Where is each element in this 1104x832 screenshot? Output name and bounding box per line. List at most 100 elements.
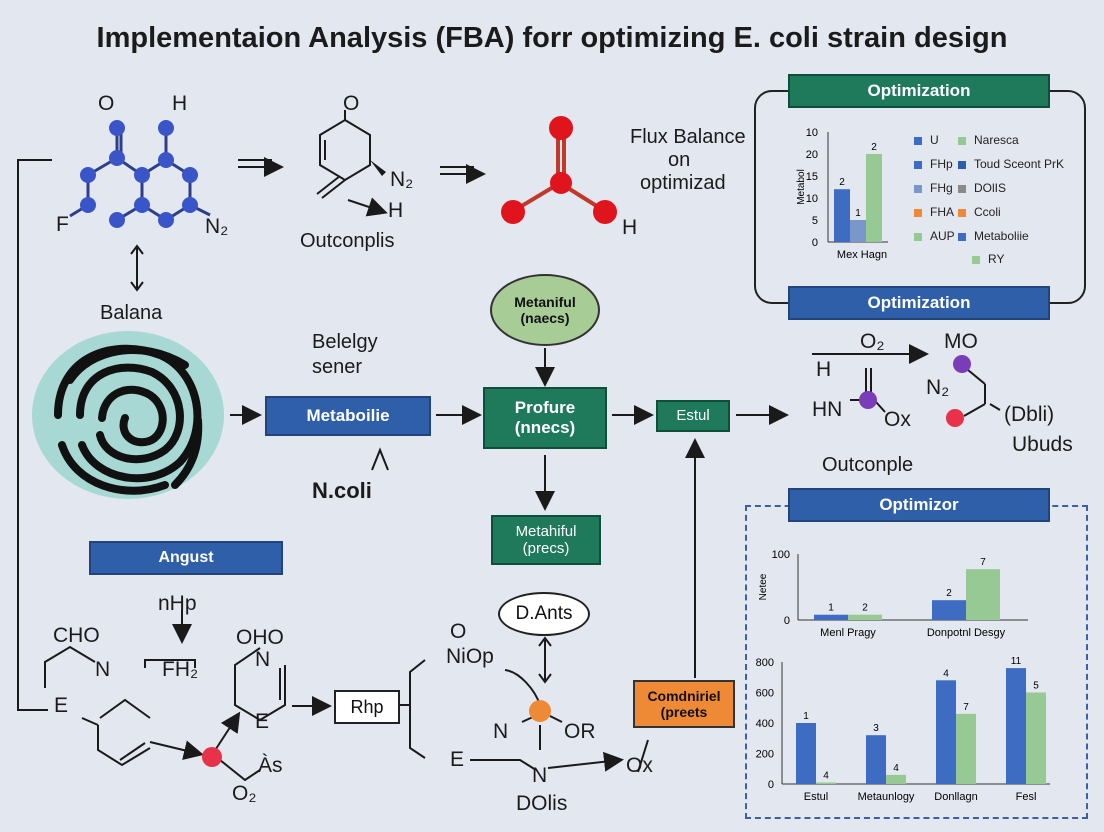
equilibrium-arrows [238,157,486,184]
bm-n2: N [532,764,548,787]
chart-2-category: Donpotnl Desgy [927,627,1006,639]
molecule-2-ring [316,110,388,217]
chart-3-ytick: 800 [756,657,774,669]
chart-2-ylabel: Netee [758,573,769,600]
estul-box[interactable]: Estul [656,400,730,432]
rm-hn: HN [812,398,843,421]
angust-box[interactable]: Angust [89,541,283,575]
atom-purple-1 [859,391,877,409]
chart-3-ytick: 400 [756,718,774,730]
chart-1-ytick: 15 [806,171,818,183]
chart-1-bar-label: 1 [855,208,861,219]
legend-item: Naresca [958,133,1019,147]
legend-swatch [958,184,966,193]
profure-box[interactable]: Profure (nnecs) [483,387,607,449]
atom-red-1 [946,409,964,427]
profure-line2: (nnecs) [514,418,576,437]
legend-item: FHg [914,181,953,195]
bl-cho: CHO [53,624,100,647]
chart-1-bar [834,189,850,242]
legend-label: Ccoli [974,205,1001,219]
chart-1-ytick: 0 [812,237,818,249]
chart-3-category: Fesl [1016,791,1037,803]
bm-n: N [493,720,509,743]
rhp-box[interactable]: Rhp [334,690,400,724]
metahiful-box[interactable]: Metahiful (precs) [491,515,601,565]
bm-niop: NiOp [446,645,494,668]
wedge-bond [370,160,386,176]
legend-swatch [914,136,922,145]
bl-oho: OHO [236,626,284,649]
mol2-o: O [343,92,360,115]
chart-3-bar-label: 1 [803,711,809,722]
chart-1-ytick: 10 [806,193,818,205]
optimization-footer[interactable]: Optimization [788,286,1050,320]
profure-line1: Profure [514,398,576,418]
legend-label: FHg [930,181,953,195]
chart-3-bar [796,723,816,784]
metahiful-line2: (precs) [522,540,570,557]
chart-3-bar [956,713,976,784]
chart-3-bar-label: 11 [1011,656,1022,667]
legend-item: RY [972,252,1004,266]
dants-node[interactable]: D.Ants [498,592,590,636]
chart-2-ytick: 0 [784,615,790,627]
balana-label: Balana [100,302,163,324]
legend-swatch [958,208,966,217]
chart-1-bar-label: 2 [871,142,877,153]
belegy-label: Belelgy sener [312,330,378,380]
flux-text: Flux Balance on optimizad [630,126,746,195]
metabolie-box[interactable]: Metaboilie [265,396,431,436]
metaniful-node[interactable]: Metaniful (naecs) [490,274,600,346]
legend-item: FHp [914,157,953,171]
bm-or: OR [564,720,596,743]
chart-2-bar-label: 2 [946,588,952,599]
chart-3-bar-label: 7 [963,702,969,713]
legend-label: FHp [930,157,953,171]
chart-2-ytick: 100 [772,549,790,561]
chart-3-ytick: 0 [768,779,774,791]
optimizor-header[interactable]: Optimizor [788,488,1050,522]
chart-2-bar-label: 7 [980,557,986,568]
chart-2-bar [932,600,966,620]
metaniful-line2: (naecs) [520,310,570,326]
legend-item: U [914,133,939,147]
chart-3-ytick: 200 [756,749,774,761]
legend-item: AUP [914,229,955,243]
legend-item: Metaboliie [958,229,1029,243]
legend-label: RY [988,252,1005,266]
legend-label: U [930,133,939,147]
chart-3-bar-label: 3 [873,723,879,734]
rm-ox: Ox [884,408,911,431]
legend-item: Ccoli [958,205,1001,219]
flux-text-line2: on [668,149,691,171]
chart-3-bar [1006,668,1026,784]
chart-3-bar-label: 5 [1033,681,1039,692]
atom-orange [529,700,551,722]
atom-red-2 [202,747,222,767]
chart-3-category: Estul [804,791,828,803]
comdniriel-line1: Comdniriel [647,687,721,704]
metahiful-line1: Metahiful [515,522,577,540]
chart-1-xlabel: Mex Hagn [837,249,887,261]
comdniriel-box[interactable]: Comdniriel (preets [633,680,735,728]
chart-3-bar [936,680,956,784]
legend-swatch [914,160,922,169]
cell-swirl [32,331,224,499]
rm-ubuds: Ubuds [1012,433,1073,456]
rm-caption: Outconple [822,454,914,476]
chart-2-bar-label: 2 [862,603,868,614]
molecule-3-bonds [513,130,605,212]
legend-swatch [914,232,922,241]
optimization-header[interactable]: Optimization [788,74,1050,108]
chart-3-bar [816,782,836,784]
bl-o2: O₂ [232,782,257,805]
chart-1-ytick: 5 [812,215,818,227]
chart-3-bar-label: 4 [943,668,949,679]
bm-o: O [450,620,467,643]
chart-3-bar-label: 4 [893,763,899,774]
page-title: Implementaion Analysis (FBA) forr optimi… [96,22,1008,54]
bm-ox: Ox [626,754,653,777]
